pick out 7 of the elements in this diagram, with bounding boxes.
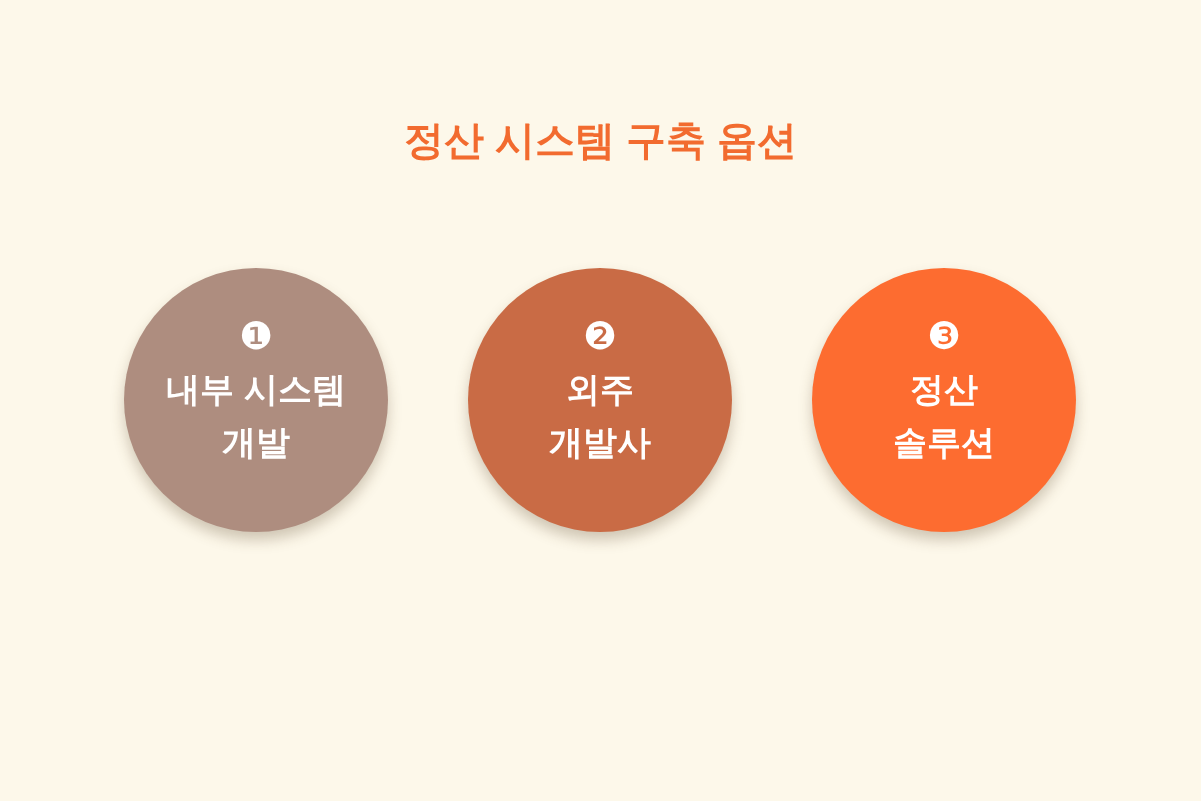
step-number: ❸ — [926, 314, 962, 358]
option-label: 내부 시스템 개발 — [165, 369, 347, 463]
step-number: ❷ — [582, 314, 618, 358]
diagram-title: 정산 시스템 구축 옵션 — [403, 118, 798, 162]
option-label: 정산 솔루션 — [892, 369, 996, 463]
option-label: 외주 개발사 — [548, 369, 652, 463]
step-number: ❶ — [238, 314, 274, 358]
